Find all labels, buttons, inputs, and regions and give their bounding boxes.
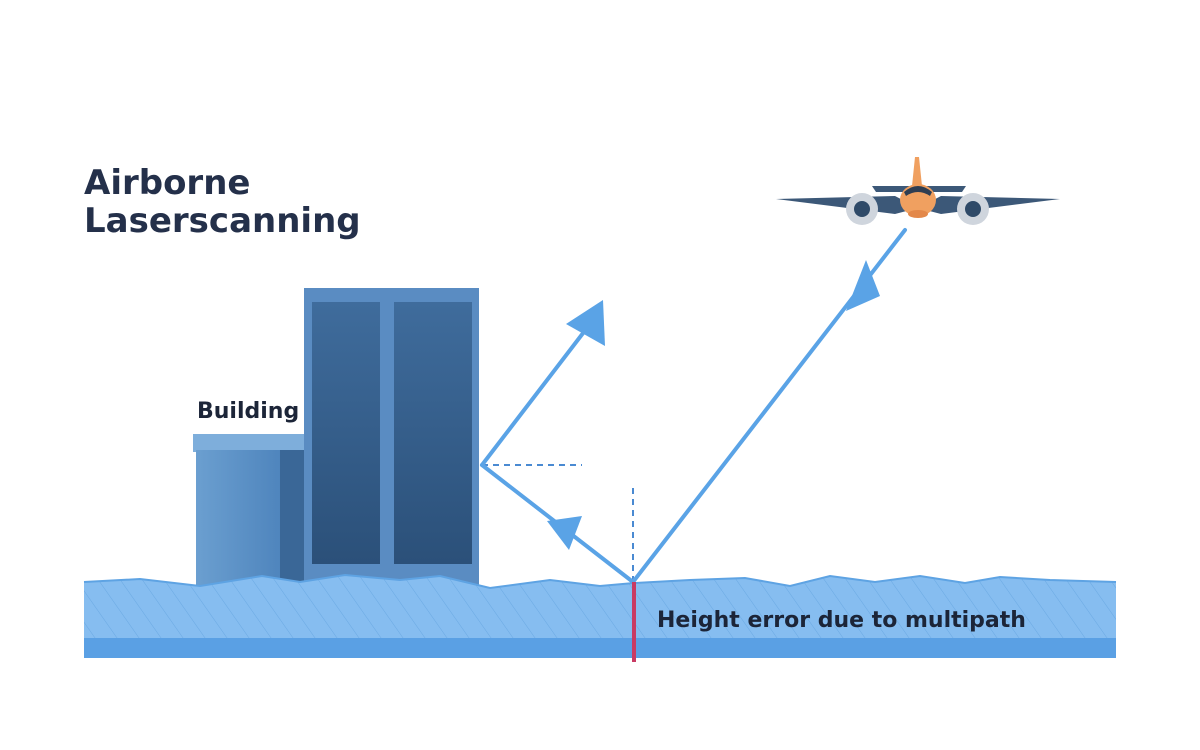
- ground: [83, 573, 1117, 658]
- tower-window-left: [312, 302, 380, 564]
- ground-base: [84, 638, 1116, 658]
- airplane-icon: [776, 157, 1060, 225]
- building-label: Building: [197, 399, 299, 424]
- ground-outline: [83, 573, 1117, 590]
- reflection-arrow-icon: [547, 516, 582, 550]
- ground-hatching: [84, 575, 1116, 640]
- return-arrow-icon: [566, 300, 605, 346]
- low-block-side: [280, 450, 306, 586]
- low-block-front: [196, 450, 280, 586]
- incident-arrow-icon: [846, 260, 880, 311]
- title-line-2: Laserscanning: [84, 201, 361, 241]
- low-block-roof: [193, 434, 305, 452]
- tower-window-right: [394, 302, 472, 564]
- title-line-1: Airborne: [84, 163, 250, 203]
- diagram-title: Airborne Laserscanning: [84, 163, 361, 241]
- building-reflection-ray: [480, 322, 592, 467]
- building-icon: [193, 288, 479, 586]
- laser-path: [480, 228, 907, 584]
- height-error-label: Height error due to multipath: [657, 608, 1026, 633]
